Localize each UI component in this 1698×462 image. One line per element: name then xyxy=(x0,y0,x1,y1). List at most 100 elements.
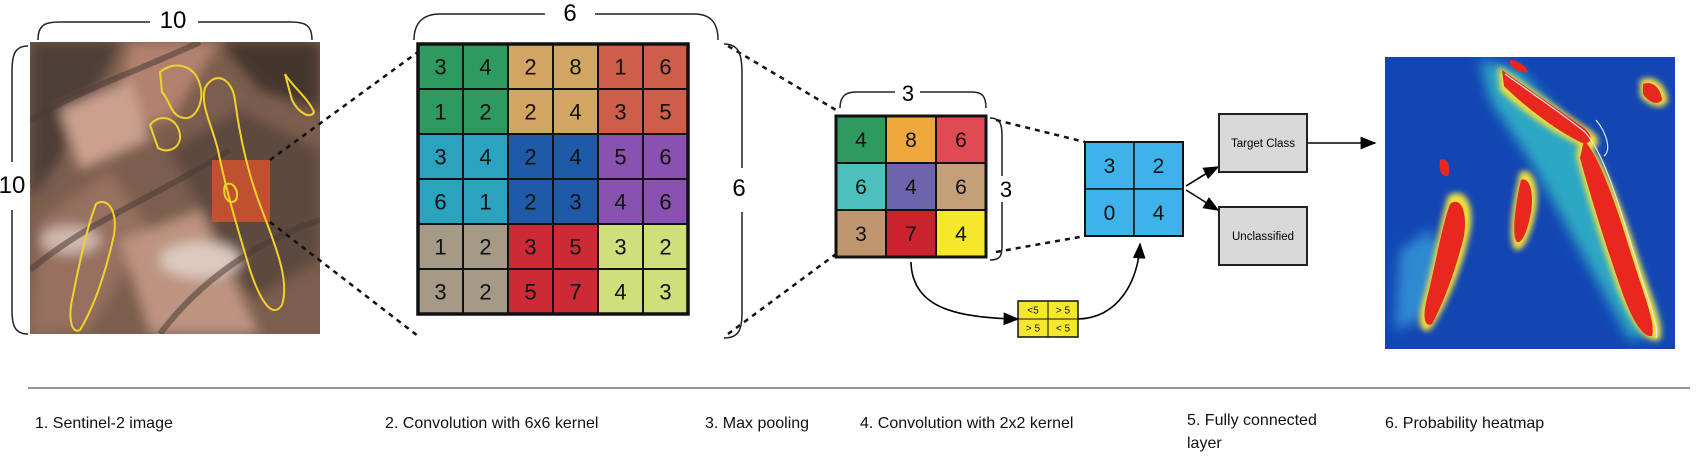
sentinel-image xyxy=(30,42,320,334)
conv-width-label: 6 xyxy=(563,0,576,27)
conv-value: 5 xyxy=(569,234,581,259)
image-height-label: 10 xyxy=(0,172,25,199)
conv-cell: 6 xyxy=(417,178,464,225)
conv-cell: 4 xyxy=(462,43,509,90)
conv-cell: 6 xyxy=(642,43,689,90)
pool-cell: 3 xyxy=(835,209,887,258)
target-class-label: Target Class xyxy=(1231,138,1295,150)
conv-cell: 4 xyxy=(552,88,599,135)
step-3-label: 3. Max pooling xyxy=(705,415,809,432)
conv-value: 3 xyxy=(614,99,626,124)
pool-height-label: 3 xyxy=(1000,177,1012,202)
conv-cell: 5 xyxy=(552,223,599,270)
conv-height-bracket xyxy=(723,43,743,339)
conv-cell: 2 xyxy=(507,88,554,135)
conv-value: 4 xyxy=(614,189,626,214)
conv-cell: 6 xyxy=(642,133,689,180)
conv-cell: 2 xyxy=(462,88,509,135)
step-5-label-line2: layer xyxy=(1187,435,1222,452)
conv-cell: 3 xyxy=(507,223,554,270)
pool-cell: 6 xyxy=(935,162,987,211)
conv-value: 3 xyxy=(569,189,581,214)
conv-value: 2 xyxy=(479,234,491,259)
conv-value: 6 xyxy=(659,54,671,79)
pool-cell: 8 xyxy=(885,115,937,164)
conv-value: 8 xyxy=(569,54,581,79)
conv-value: 1 xyxy=(434,99,446,124)
kernel-2x2: <5> 5> 5< 5 xyxy=(1017,300,1079,338)
conv-value: 2 xyxy=(524,99,536,124)
pool-value: 3 xyxy=(855,223,867,246)
pool-cell: 6 xyxy=(935,115,987,164)
conv2-value: 4 xyxy=(1153,202,1165,225)
kernel-value: <5 xyxy=(1027,306,1039,317)
conv-cell: 5 xyxy=(642,88,689,135)
pool-value: 4 xyxy=(955,223,967,246)
conv-cell: 4 xyxy=(597,178,644,225)
conv-cell: 2 xyxy=(507,133,554,180)
step-5-label: 5. Fully connected xyxy=(1187,412,1317,429)
image-width-bracket xyxy=(37,21,313,41)
conv-cell: 1 xyxy=(417,223,464,270)
conv-value: 3 xyxy=(524,234,536,259)
conv-value: 3 xyxy=(659,279,671,304)
unclassified-label: Unclassified xyxy=(1232,231,1294,243)
pool-value: 6 xyxy=(855,176,867,199)
step-6-label: 6. Probability heatmap xyxy=(1385,415,1544,432)
conv-cell: 4 xyxy=(597,268,644,315)
conv2-cell: 0 xyxy=(1084,188,1135,237)
conv-cell: 4 xyxy=(462,133,509,180)
conv-value: 2 xyxy=(524,54,536,79)
unclassified-box: Unclassified xyxy=(1218,206,1308,266)
conv-cell: 6 xyxy=(642,178,689,225)
conv-cell: 4 xyxy=(552,133,599,180)
conv2-cell: 3 xyxy=(1084,141,1135,190)
conv-value: 4 xyxy=(614,279,626,304)
conv-value: 4 xyxy=(569,99,581,124)
pool-height-bracket xyxy=(989,117,1003,261)
conv2-value: 3 xyxy=(1104,155,1116,178)
pool-cell: 6 xyxy=(835,162,887,211)
kernel-cell: <5 xyxy=(1017,300,1049,320)
pool-cell: 7 xyxy=(885,209,937,258)
conv-cell: 3 xyxy=(417,268,464,315)
conv-cell: 2 xyxy=(462,223,509,270)
conv-height-label: 6 xyxy=(732,175,745,202)
conv-value: 2 xyxy=(524,144,536,169)
conv-cell: 3 xyxy=(552,178,599,225)
conv-value: 5 xyxy=(614,144,626,169)
conv-value: 3 xyxy=(434,54,446,79)
conv-value: 6 xyxy=(434,189,446,214)
step-1-label: 1. Sentinel-2 image xyxy=(35,415,173,432)
conv-cell: 5 xyxy=(597,133,644,180)
conv-cell: 3 xyxy=(597,88,644,135)
pool-value: 8 xyxy=(905,129,917,152)
conv2-value: 0 xyxy=(1104,202,1116,225)
step-2-label: 2. Convolution with 6x6 kernel xyxy=(385,415,598,432)
conv-value: 3 xyxy=(614,234,626,259)
probability-heatmap xyxy=(1385,57,1675,349)
conv-cell: 3 xyxy=(597,223,644,270)
conv2-cell: 4 xyxy=(1133,188,1184,237)
conv-cell: 3 xyxy=(642,268,689,315)
conv-value: 7 xyxy=(569,279,581,304)
kernel-cell: > 5 xyxy=(1017,318,1049,338)
conv-cell: 8 xyxy=(552,43,599,90)
step-4-label: 4. Convolution with 2x2 kernel xyxy=(860,415,1073,432)
conv-value: 6 xyxy=(659,144,671,169)
conv-cell: 5 xyxy=(507,268,554,315)
kernel-cell: < 5 xyxy=(1047,318,1079,338)
pool-value: 4 xyxy=(905,176,917,199)
conv-value: 5 xyxy=(659,99,671,124)
pool-value: 6 xyxy=(955,176,967,199)
image-height-bracket xyxy=(11,45,29,335)
kernel-value: > 5 xyxy=(1026,324,1041,335)
conv-cell: 1 xyxy=(462,178,509,225)
conv-cell: 3 xyxy=(417,43,464,90)
kernel-cell: > 5 xyxy=(1047,300,1079,320)
pool-value: 7 xyxy=(905,223,917,246)
conv-cell: 2 xyxy=(507,43,554,90)
